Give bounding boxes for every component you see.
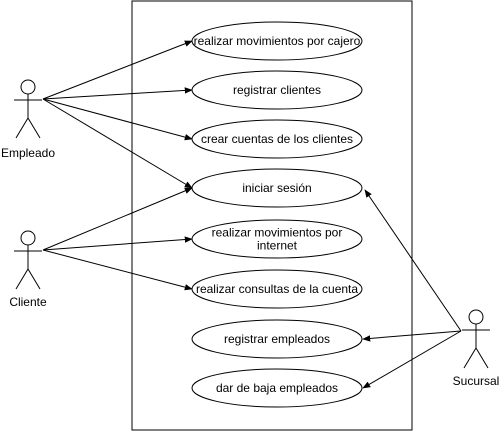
use-case-label: dar de baja empleados xyxy=(216,381,338,395)
use-case-label: internet xyxy=(257,239,298,253)
use-case-dar-de-baja-empleados: dar de baja empleados xyxy=(191,368,363,408)
actor-head xyxy=(20,230,36,246)
use-case-label: realizar movimientos por xyxy=(212,226,343,240)
use-case-label: realizar consultas de la cuenta xyxy=(196,282,358,296)
actor-label: Empleado xyxy=(1,146,55,160)
associations xyxy=(42,40,462,389)
use-case-ellipse xyxy=(191,269,363,309)
use-case-ellipse xyxy=(191,219,363,259)
use-case-iniciar-sesion: iniciar sesión xyxy=(191,168,363,208)
association-sucursal-uc_baja_empleados xyxy=(362,330,462,389)
association-empleado-uc_iniciar_sesion xyxy=(42,98,193,189)
use-case-realizar-movimientos-por-cajero: realizar movimientos por cajero xyxy=(191,21,363,61)
actor-empleado: Empleado xyxy=(1,79,55,160)
use-case-ellipse xyxy=(191,119,363,159)
use-case-label: registrar clientes xyxy=(233,83,321,97)
use-case-ellipse xyxy=(191,319,363,359)
actor-label: Sucursal xyxy=(453,374,500,388)
actor-left-leg xyxy=(15,117,29,139)
association-empleado-uc_registrar_clientes xyxy=(42,87,193,100)
use-case-label: iniciar sesión xyxy=(242,181,311,195)
actor-left-leg xyxy=(463,347,477,369)
use-case-ellipse xyxy=(191,21,363,61)
use-case-ellipse xyxy=(191,70,363,110)
actor-head xyxy=(20,79,36,95)
association-cliente-uc_consultas xyxy=(42,249,193,291)
use-cases: realizar movimientos por cajero registrar… xyxy=(191,21,363,408)
actor-label: Cliente xyxy=(9,295,47,309)
use-case-label: realizar movimientos por cajero xyxy=(194,34,361,48)
association-empleado-uc_crear_cuentas xyxy=(42,98,193,141)
use-case-crear-cuentas-de-los-clientes: crear cuentas de los clientes xyxy=(191,119,363,159)
association-cliente-uc_iniciar_sesion xyxy=(42,187,193,251)
actor-sucursal: Sucursal xyxy=(453,309,500,388)
system-boundary xyxy=(131,0,413,431)
use-case-registrar-clientes: registrar clientes xyxy=(191,70,363,110)
association-sucursal-uc_registrar_empleados xyxy=(362,330,462,342)
association-sucursal-uc_iniciar_sesion xyxy=(364,189,462,332)
actor-cliente: Cliente xyxy=(9,230,47,309)
use-case-ellipse xyxy=(191,168,363,208)
use-case-label: registrar empleados xyxy=(224,332,330,346)
use-case-realizar-consultas-de-la-cuenta: realizar consultas de la cuenta xyxy=(191,269,363,309)
use-case-registrar-empleados: registrar empleados xyxy=(191,319,363,359)
actor-right-leg xyxy=(27,117,41,139)
use-case-label: crear cuentas de los clientes xyxy=(201,132,353,146)
actor-right-leg xyxy=(27,268,41,290)
association-cliente-uc_internet xyxy=(42,236,193,251)
use-case-ellipse xyxy=(191,368,363,408)
actor-left-leg xyxy=(15,268,29,290)
actor-head xyxy=(468,309,484,325)
actor-right-leg xyxy=(475,347,489,369)
association-empleado-uc_cajero xyxy=(42,40,193,100)
